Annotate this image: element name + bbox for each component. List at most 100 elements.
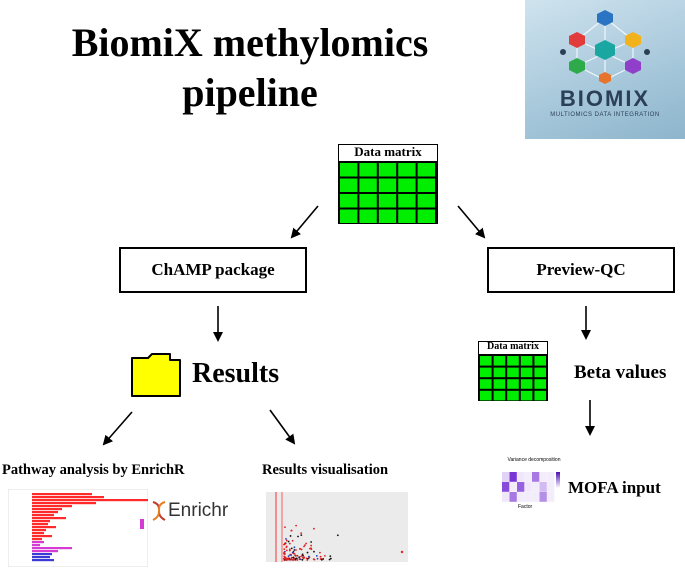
variance-title: Variance decomposition bbox=[507, 457, 561, 463]
matrix-cell bbox=[493, 356, 506, 366]
volcano-point bbox=[295, 557, 298, 560]
volcano-point bbox=[283, 548, 286, 551]
volcano-point bbox=[303, 556, 306, 559]
pathway-bar bbox=[32, 523, 48, 526]
volcano-point bbox=[290, 554, 292, 557]
heatmap-cell bbox=[502, 492, 510, 502]
pathway-bar bbox=[32, 499, 148, 502]
heatmap-cell bbox=[502, 472, 510, 482]
matrix-cell bbox=[398, 178, 416, 192]
matrix-cell bbox=[534, 379, 546, 389]
volcano-point bbox=[283, 543, 285, 546]
heatmap-cell bbox=[502, 482, 510, 492]
volcano-point bbox=[307, 557, 309, 560]
volcano-point bbox=[290, 529, 293, 532]
matrix-cell bbox=[378, 209, 397, 223]
pathway-bar bbox=[32, 547, 72, 550]
pathway-label: Pathway analysis by EnrichR bbox=[2, 462, 185, 478]
matrix-cell bbox=[340, 194, 358, 208]
pathway-bar bbox=[32, 535, 52, 538]
heatmap-cell bbox=[532, 492, 540, 502]
volcano-point bbox=[324, 555, 326, 557]
heatmap-cell bbox=[539, 472, 547, 482]
matrix-cell bbox=[378, 178, 397, 192]
volcano-point bbox=[287, 540, 290, 543]
matrix-cell bbox=[520, 390, 533, 401]
biomix-network-icon bbox=[560, 10, 650, 84]
pathway-bar bbox=[32, 496, 104, 499]
pathway-bar bbox=[32, 502, 96, 505]
matrix-cell bbox=[480, 356, 492, 366]
matrix-cell bbox=[493, 379, 506, 389]
champ-package-box: ChAMP package bbox=[119, 247, 307, 293]
heatmap-cell bbox=[539, 482, 547, 492]
matrix-cell bbox=[340, 163, 358, 177]
matrix-cell bbox=[417, 194, 435, 208]
matrix-cell bbox=[417, 178, 435, 192]
heatmap-cell bbox=[532, 482, 540, 492]
volcano-point bbox=[283, 551, 286, 554]
volcano-point bbox=[295, 549, 297, 551]
volcano-point bbox=[301, 558, 304, 561]
matrix-cell bbox=[493, 367, 506, 378]
volcano-point bbox=[320, 558, 323, 561]
folder-icon bbox=[131, 353, 181, 397]
volcano-point bbox=[309, 547, 311, 550]
volcano-point bbox=[295, 524, 297, 527]
pathway-bar bbox=[32, 526, 56, 529]
volcano-point bbox=[298, 556, 301, 559]
matrix-cell bbox=[359, 194, 377, 208]
volcano-point bbox=[292, 552, 295, 555]
pathway-bar bbox=[32, 520, 50, 523]
heatmap-cell bbox=[509, 482, 517, 492]
heatmap-cell bbox=[517, 482, 525, 492]
volcano-point bbox=[306, 551, 309, 554]
matrix-cell bbox=[507, 356, 519, 366]
volcano-point bbox=[298, 548, 301, 550]
heatmap-cell bbox=[532, 472, 540, 482]
matrix-cell bbox=[417, 163, 435, 177]
volcano-point bbox=[285, 549, 288, 552]
volcano-point bbox=[287, 555, 290, 558]
volcano-point bbox=[285, 557, 288, 560]
matrix-cell bbox=[359, 163, 377, 177]
matrix-cell bbox=[507, 367, 519, 378]
arrow-results-to-visualisation bbox=[269, 409, 296, 445]
biomix-logo: BIOMIX MULTIOMICS DATA INTEGRATION bbox=[525, 0, 685, 139]
volcano-point bbox=[293, 549, 296, 551]
logo-subtitle: MULTIOMICS DATA INTEGRATION bbox=[550, 112, 660, 118]
arrow-matrix-to-previewqc bbox=[457, 205, 486, 239]
matrix-cell bbox=[359, 178, 377, 192]
matrix-cell bbox=[520, 356, 533, 366]
data-matrix-beta-label: Data matrix bbox=[487, 341, 539, 352]
volcano-point bbox=[400, 550, 404, 554]
volcano-point bbox=[328, 558, 331, 561]
heatmap-cell bbox=[509, 472, 517, 482]
volcano-point bbox=[319, 551, 321, 554]
heatmap-cell bbox=[524, 472, 532, 482]
heatmap-cell bbox=[547, 492, 555, 502]
variance-xlabel: Factor bbox=[518, 504, 533, 510]
volcano-point bbox=[300, 532, 303, 535]
matrix-cell bbox=[493, 390, 506, 401]
volcano-point bbox=[329, 557, 332, 560]
volcano-point bbox=[304, 544, 306, 547]
pathway-bar bbox=[32, 529, 46, 532]
pathway-bar bbox=[32, 553, 52, 556]
heatmap-cell bbox=[547, 482, 555, 492]
results-label: Results bbox=[192, 358, 280, 389]
matrix-cell bbox=[480, 367, 492, 378]
volcano-point bbox=[284, 553, 286, 555]
volcano-point bbox=[316, 557, 319, 560]
volcano-point bbox=[291, 558, 294, 561]
volcano-point bbox=[303, 545, 305, 548]
volcano-point bbox=[306, 559, 309, 561]
volcano-point bbox=[290, 547, 293, 550]
pathway-bar bbox=[32, 517, 66, 520]
pathway-bar bbox=[32, 559, 54, 562]
pathway-bar bbox=[32, 505, 72, 508]
volcano-point bbox=[288, 548, 291, 551]
pathway-bar bbox=[32, 532, 44, 535]
variance-heatmap-thumbnail bbox=[502, 472, 560, 502]
